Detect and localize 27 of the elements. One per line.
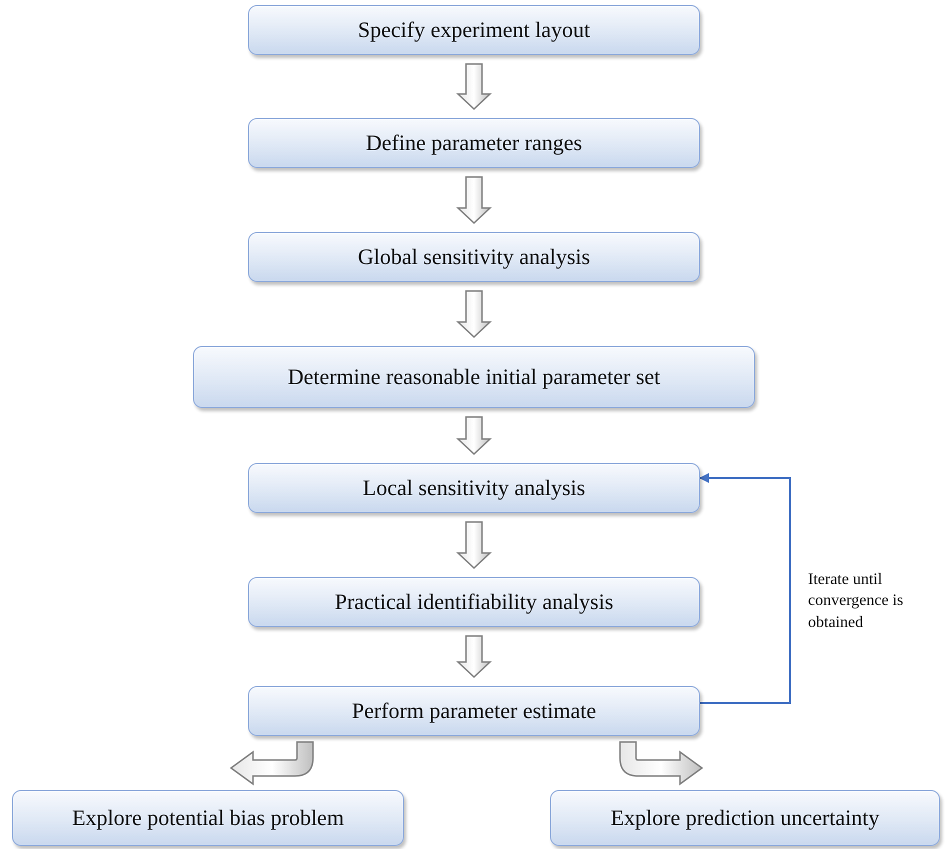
- process-box: [248, 118, 700, 168]
- block-arrow: [619, 741, 703, 785]
- box-label: Determine reasonable initial parameter set: [288, 364, 660, 390]
- process-box: [248, 232, 700, 282]
- block-arrow: [456, 521, 492, 570]
- process-box: [248, 686, 700, 736]
- box-label: Explore potential bias problem: [72, 805, 344, 831]
- box-label: Perform parameter estimate: [352, 698, 596, 724]
- block-arrow: [456, 63, 492, 110]
- box-label: Define parameter ranges: [366, 130, 582, 156]
- box-label: Explore prediction uncertainty: [610, 805, 880, 831]
- block-arrow: [456, 416, 492, 456]
- process-box: [193, 346, 755, 408]
- process-box: [248, 5, 700, 55]
- block-arrow: [456, 176, 492, 224]
- box-label: Specify experiment layout: [358, 17, 590, 43]
- block-arrow: [230, 741, 314, 785]
- process-box: [12, 790, 404, 846]
- box-label: Practical identifiability analysis: [334, 589, 614, 615]
- block-arrow: [456, 635, 492, 678]
- process-box: [550, 790, 940, 846]
- process-box: [248, 463, 700, 513]
- process-box: [248, 577, 700, 627]
- loop-arrow: [699, 473, 791, 704]
- block-arrow: [456, 290, 492, 338]
- box-label: Local sensitivity analysis: [362, 475, 586, 501]
- box-label: Global sensitivity analysis: [358, 244, 590, 270]
